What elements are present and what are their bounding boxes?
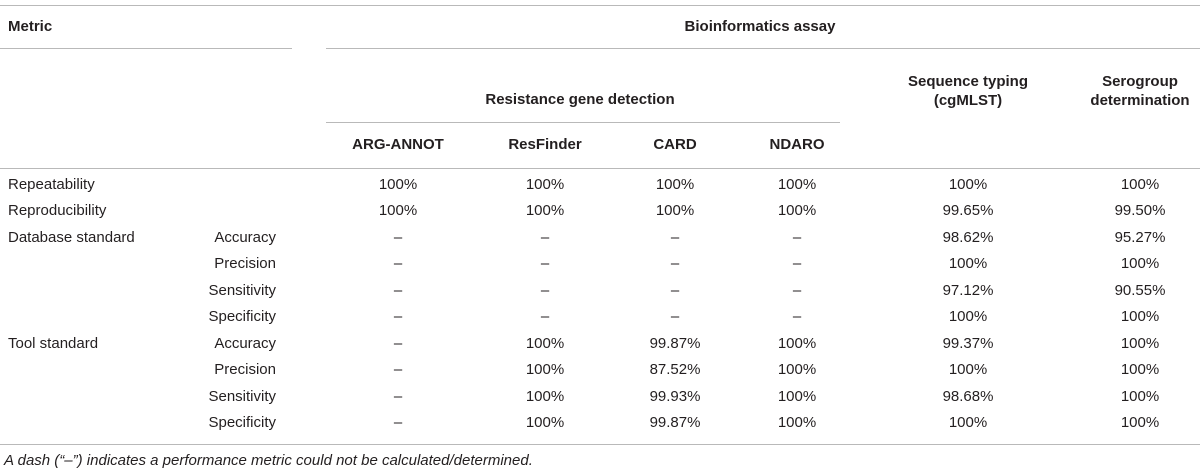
table-cell: 99.87% [649, 335, 701, 352]
table-cell: 100% [777, 176, 817, 193]
metric-rule [0, 48, 292, 49]
metric-header: Metric [8, 18, 53, 35]
table-cell: 100% [1120, 176, 1160, 193]
table-cell: 100% [378, 202, 418, 219]
row-metric-label: Reproducibility [8, 202, 107, 219]
row-metric-label: Repeatability [8, 176, 95, 193]
body-bottom-rule [0, 444, 1200, 445]
row-submetric-label: Accuracy [214, 335, 276, 352]
col-header-ndaro: NDARO [769, 136, 825, 153]
table-cell: – [393, 229, 403, 246]
resistance-rule [326, 122, 840, 123]
header-bottom-rule [0, 168, 1200, 169]
row-metric-label: Database standard [8, 229, 135, 246]
table-cell: 100% [1120, 335, 1160, 352]
table-cell: 98.62% [942, 229, 994, 246]
table-cell: 100% [378, 176, 418, 193]
table-cell: 100% [777, 335, 817, 352]
table-cell: – [670, 229, 680, 246]
table-cell: 100% [655, 176, 695, 193]
table-cell: – [393, 361, 403, 378]
table-cell: 100% [948, 414, 988, 431]
table-footnote: A dash (“–”) indicates a performance met… [4, 452, 533, 469]
table-cell: – [393, 388, 403, 405]
resistance-group-header: Resistance gene detection [485, 91, 675, 108]
table-cell: – [540, 255, 550, 272]
table-cell: 100% [525, 388, 565, 405]
table-cell: 100% [1120, 388, 1160, 405]
table-cell: 100% [777, 361, 817, 378]
col-header-arg-annot: ARG-ANNOT [352, 136, 444, 153]
table-cell: – [670, 255, 680, 272]
col-header-card: CARD [653, 136, 697, 153]
table-cell: – [540, 229, 550, 246]
row-metric-label: Tool standard [8, 335, 99, 352]
table-cell: 100% [525, 176, 565, 193]
row-submetric-label: Precision [214, 255, 276, 272]
row-submetric-label: Sensitivity [208, 282, 276, 299]
table-cell: 99.65% [942, 202, 994, 219]
table-cell: – [393, 282, 403, 299]
table-cell: 99.50% [1114, 202, 1166, 219]
table-cell: – [670, 282, 680, 299]
table-cell: – [792, 282, 802, 299]
seq-typing-header-1: Sequence typing [907, 73, 1029, 90]
table-cell: 100% [777, 414, 817, 431]
row-submetric-label: Specificity [208, 414, 276, 431]
row-submetric-label: Sensitivity [208, 388, 276, 405]
table-cell: – [540, 282, 550, 299]
table-cell: 99.87% [649, 414, 701, 431]
assay-header: Bioinformatics assay [684, 18, 836, 35]
table-cell: 97.12% [942, 282, 994, 299]
table-cell: 99.93% [649, 388, 701, 405]
table-cell: – [393, 308, 403, 325]
table-cell: 87.52% [649, 361, 701, 378]
table-cell: – [393, 255, 403, 272]
table-cell: 100% [525, 335, 565, 352]
col-header-resfinder: ResFinder [508, 136, 582, 153]
seq-typing-header-2: (cgMLST) [933, 92, 1003, 109]
row-submetric-label: Precision [214, 361, 276, 378]
table-cell: – [792, 229, 802, 246]
table-cell: 100% [948, 255, 988, 272]
serogroup-header-2: determination [1090, 92, 1190, 109]
table-cell: – [792, 308, 802, 325]
row-submetric-label: Specificity [208, 308, 276, 325]
row-submetric-label: Accuracy [214, 229, 276, 246]
table-cell: – [670, 308, 680, 325]
table-cell: – [393, 335, 403, 352]
table-cell: 90.55% [1114, 282, 1166, 299]
table-cell: 98.68% [942, 388, 994, 405]
table-cell: 100% [777, 202, 817, 219]
table-cell: 100% [525, 414, 565, 431]
table-cell: 95.27% [1114, 229, 1166, 246]
table-cell: 100% [948, 361, 988, 378]
table-cell: 100% [1120, 308, 1160, 325]
table-cell: 100% [1120, 414, 1160, 431]
top-rule [0, 5, 1200, 6]
table-cell: 100% [525, 202, 565, 219]
assay-rule [326, 48, 1200, 49]
table-cell: 100% [948, 176, 988, 193]
table-cell: 100% [525, 361, 565, 378]
table-cell: 100% [655, 202, 695, 219]
table-cell: – [540, 308, 550, 325]
table-cell: – [393, 414, 403, 431]
table-cell: 100% [1120, 361, 1160, 378]
table-cell: 100% [777, 388, 817, 405]
serogroup-header-1: Serogroup [1102, 73, 1178, 90]
table-cell: 100% [1120, 255, 1160, 272]
table-cell: 99.37% [942, 335, 994, 352]
table-cell: – [792, 255, 802, 272]
table-cell: 100% [948, 308, 988, 325]
